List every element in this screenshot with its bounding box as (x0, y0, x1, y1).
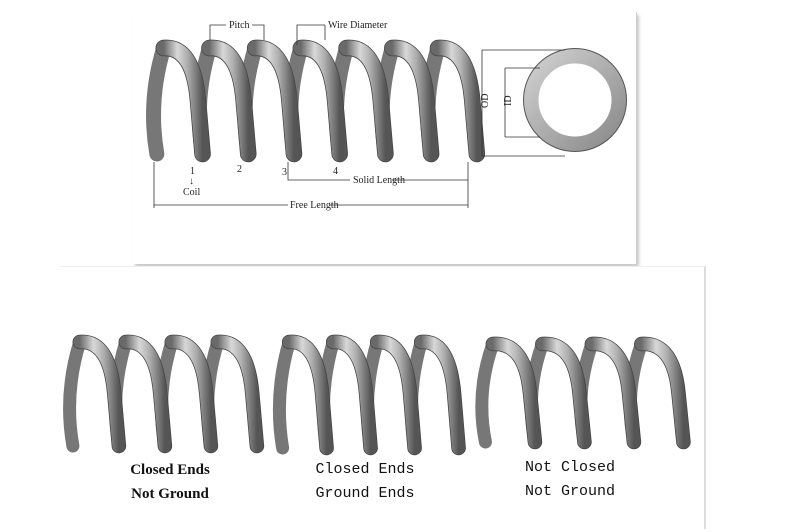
id-label: ID (503, 95, 514, 106)
caption-line2: Ground Ends (315, 485, 415, 502)
not-closed-not-ground-spring (475, 336, 691, 450)
spring-coil (486, 337, 542, 449)
spring-coil (165, 335, 218, 453)
spring-coil (339, 40, 393, 162)
caption-line2: Not Ground (524, 483, 615, 500)
main-spring (146, 39, 486, 163)
pitch-label: Pitch (229, 20, 250, 31)
free-length-label: Free Length (290, 200, 339, 211)
spring-coil (634, 337, 690, 449)
caption-line1: Closed Ends (130, 462, 210, 478)
spring-coil-back (146, 40, 172, 162)
spring-coil (201, 40, 256, 162)
spring-coil (211, 335, 264, 453)
caption-line1: Closed Ends (315, 461, 415, 478)
wire-diameter-label: Wire Diameter (328, 20, 388, 31)
spring-end-view (523, 48, 627, 152)
spring-coil-back (272, 335, 296, 455)
spring-coil (430, 40, 485, 162)
spring-coil (119, 335, 172, 453)
caption-line2: Not Ground (131, 486, 209, 502)
solid-length-label: Solid Length (353, 175, 405, 186)
spring-coil-back (63, 335, 87, 453)
spring-coil (535, 337, 591, 449)
spring-coil (414, 335, 466, 455)
spring-coil (247, 40, 302, 162)
caption-line1: Not Closed (524, 459, 615, 476)
spring-coil (326, 335, 378, 455)
spring-coil-back (475, 337, 500, 449)
coil-number-4: 4 (333, 166, 338, 177)
spring-coil (293, 40, 348, 162)
od-label: OD (480, 94, 491, 108)
coil-label: Coil (183, 187, 200, 198)
coil-number-3: 3 (282, 167, 287, 178)
spring-coil (73, 335, 126, 453)
coil-arrow: ↓ (189, 176, 194, 187)
coil-number-2: 2 (237, 164, 242, 175)
spring-coil (585, 337, 641, 449)
closed-ends-not-ground-caption: Closed Ends Not Ground (100, 458, 240, 506)
not-closed-not-ground-caption: Not Closed Not Ground (495, 456, 645, 504)
closed-ends-not-ground-spring (63, 334, 265, 454)
spring-coil (370, 335, 422, 455)
coil-number-1: 1 (190, 166, 195, 177)
closed-ends-ground-ends-spring (272, 334, 466, 456)
closed-ends-ground-ends-caption: Closed Ends Ground Ends (290, 458, 440, 506)
spring-coil (156, 40, 211, 162)
spring-coil (384, 40, 439, 162)
dimension-lines (153, 24, 565, 208)
spring-coil (282, 335, 334, 455)
